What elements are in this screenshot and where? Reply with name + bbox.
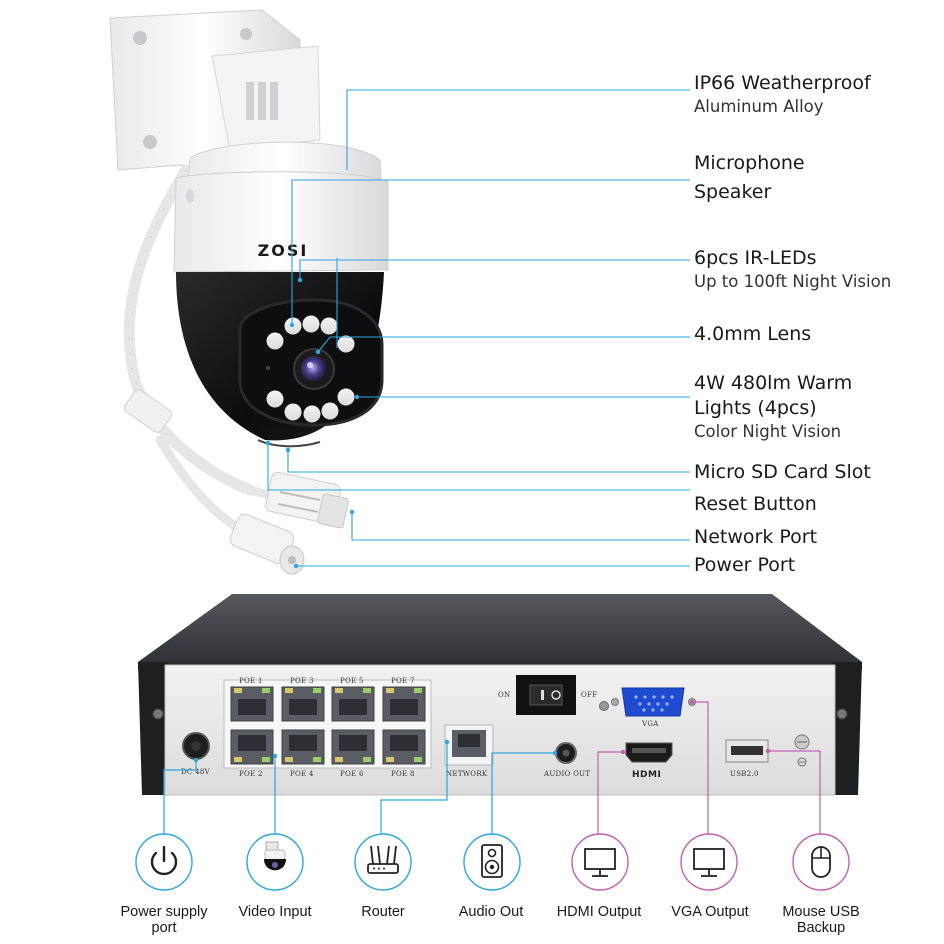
- poe-port: [382, 686, 426, 722]
- callout-warm-lights: 4W 480lm Warm Lights (4pcs) Color Night …: [694, 371, 852, 443]
- speaker-icon: [463, 833, 521, 891]
- port-label-video: Video Input: [238, 904, 312, 920]
- poe-ports: [230, 686, 426, 765]
- callout-subtitle: Aluminum Alloy: [694, 97, 824, 116]
- poe-labels: POE 1 POE 3 POE 5 POE 7 POE 2 POE 4 POE 6 POE 8: [239, 677, 415, 778]
- vga-port: [621, 687, 685, 717]
- poe-port: [281, 729, 325, 765]
- switch-off-label: OFF: [581, 691, 597, 699]
- hdmi-label: HDMI: [632, 770, 661, 780]
- port-label-router: Router: [361, 904, 405, 920]
- camera-illustration: ZOSI: [109, 9, 389, 575]
- power-icon: [135, 833, 193, 891]
- callout-speaker: Speaker: [694, 180, 771, 205]
- dc-label: DC 48V: [181, 768, 211, 776]
- port-lines: [163, 701, 821, 835]
- callout-subtitle: Color Night Vision: [694, 422, 842, 441]
- callout-sd-slot: Micro SD Card Slot: [694, 460, 871, 485]
- poe-label: POE 6: [340, 770, 364, 778]
- poe-label: POE 3: [290, 677, 314, 685]
- port-label-power: Power supply port: [120, 904, 208, 936]
- callout-title: Micro SD Card Slot: [694, 461, 871, 483]
- poe-port: [331, 729, 375, 765]
- router-icon: [354, 833, 412, 891]
- monitor-icon: [571, 833, 629, 891]
- callout-title: IP66 Weatherproof: [694, 72, 871, 94]
- vga-label: VGA: [641, 720, 659, 728]
- switch-on-label: ON: [498, 691, 510, 699]
- callout-reset: Reset Button: [694, 492, 817, 517]
- callout-title: 6pcs IR-LEDs: [694, 247, 817, 269]
- callout-title: 4.0mm Lens: [694, 323, 812, 345]
- monitor-icon: [680, 833, 738, 891]
- callout-title: Microphone: [694, 152, 805, 174]
- poe-port: [230, 729, 274, 765]
- poe-label: POE 8: [391, 770, 415, 778]
- power-connector: [229, 513, 305, 575]
- port-label-hdmi: HDMI Output: [556, 904, 642, 920]
- port-label-audio: Audio Out: [458, 904, 524, 920]
- port-icons: [135, 833, 850, 891]
- port-label-vga: VGA Output: [671, 904, 749, 920]
- network-connector: [265, 471, 349, 529]
- callout-title: Reset Button: [694, 493, 817, 515]
- callout-network-port: Network Port: [694, 525, 817, 550]
- poe-port: [281, 686, 325, 722]
- poe-port: [382, 729, 426, 765]
- callout-weatherproof: IP66 Weatherproof Aluminum Alloy: [694, 71, 871, 118]
- callout-title: Lights (4pcs): [694, 397, 817, 419]
- poe-label: POE 1: [239, 677, 263, 685]
- camera-icon: [246, 833, 304, 891]
- poe-label: POE 4: [290, 770, 314, 778]
- callout-power-port: Power Port: [694, 553, 795, 578]
- callout-title: Network Port: [694, 526, 818, 548]
- poe-label: POE 2: [239, 770, 263, 778]
- poe-port: [331, 686, 375, 722]
- callout-title: Speaker: [694, 181, 772, 203]
- mouse-icon: [792, 833, 850, 891]
- callout-ir-leds: 6pcs IR-LEDs Up to 100ft Night Vision: [694, 246, 891, 293]
- callout-microphone: Microphone: [694, 151, 805, 176]
- port-label-mouse: Mouse USB Backup: [782, 904, 860, 936]
- poe-label: POE 5: [340, 677, 364, 685]
- callout-lens: 4.0mm Lens: [694, 322, 811, 347]
- nvr-top: [138, 594, 862, 662]
- callout-subtitle: Up to 100ft Night Vision: [694, 272, 892, 291]
- usb-label: USB2.0: [730, 770, 759, 778]
- poe-port: [230, 686, 274, 722]
- camera-lens: [293, 348, 335, 390]
- callout-lines: [267, 89, 690, 567]
- callout-title: Power Port: [694, 554, 796, 576]
- audio-out-label: AUDIO OUT: [543, 770, 590, 778]
- network-label: NETWORK: [446, 770, 488, 778]
- brand-logo: ZOSI: [258, 241, 309, 260]
- callout-title: 4W 480lm Warm: [694, 372, 853, 394]
- poe-label: POE 7: [391, 677, 415, 685]
